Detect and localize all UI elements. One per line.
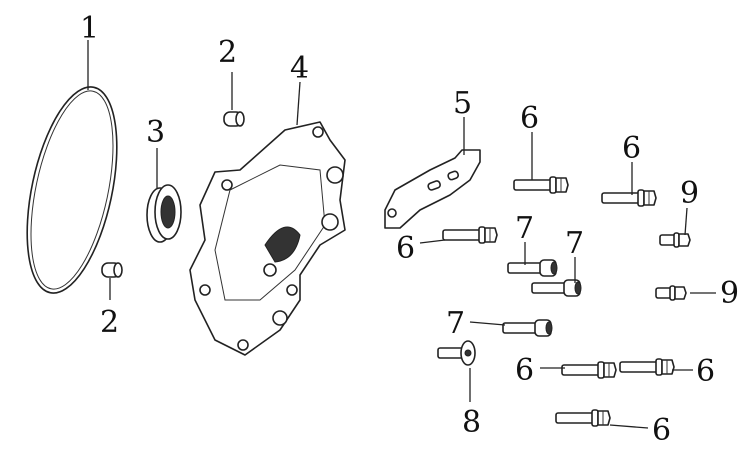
bolt-7c: [502, 319, 553, 337]
bolt-6c: [442, 226, 498, 244]
bolt-9a: [659, 232, 691, 248]
cover: [189, 121, 346, 356]
callout-7a: 7: [515, 211, 534, 246]
plug-bolt: [437, 340, 476, 366]
callout-5: 5: [453, 86, 472, 121]
callout-6a: 6: [520, 101, 539, 136]
callout-6e: 6: [696, 354, 715, 389]
bolt-6d: [561, 361, 617, 379]
bolt-6f: [555, 409, 611, 427]
o-ring: [26, 86, 118, 294]
dowel-pin-top: [223, 111, 245, 127]
bolt-6a: [513, 176, 569, 194]
leader-lines: [87, 40, 716, 429]
bolt-7a: [507, 259, 558, 277]
bolt-6b: [601, 189, 657, 207]
bracket: [384, 149, 481, 229]
bolt-7b: [531, 279, 582, 297]
callout-6c: 6: [396, 231, 415, 266]
bolt-6e: [619, 358, 675, 376]
callout-6d: 6: [515, 353, 534, 388]
oil-seal: [146, 184, 182, 243]
callout-3: 3: [146, 115, 165, 150]
dowel-pin-bottom: [101, 262, 123, 278]
callout-9a: 9: [680, 176, 699, 211]
callout-8: 8: [462, 405, 481, 440]
callout-6b: 6: [622, 131, 641, 166]
callout-2-bottom: 2: [100, 305, 119, 340]
callout-7c: 7: [446, 306, 465, 341]
callout-4: 4: [290, 51, 309, 86]
callout-2-top: 2: [218, 35, 237, 70]
bolt-9b: [655, 285, 687, 301]
callout-6f: 6: [652, 413, 671, 448]
callout-9b: 9: [720, 276, 739, 311]
callout-7b: 7: [565, 226, 584, 261]
callout-1: 1: [80, 11, 99, 46]
